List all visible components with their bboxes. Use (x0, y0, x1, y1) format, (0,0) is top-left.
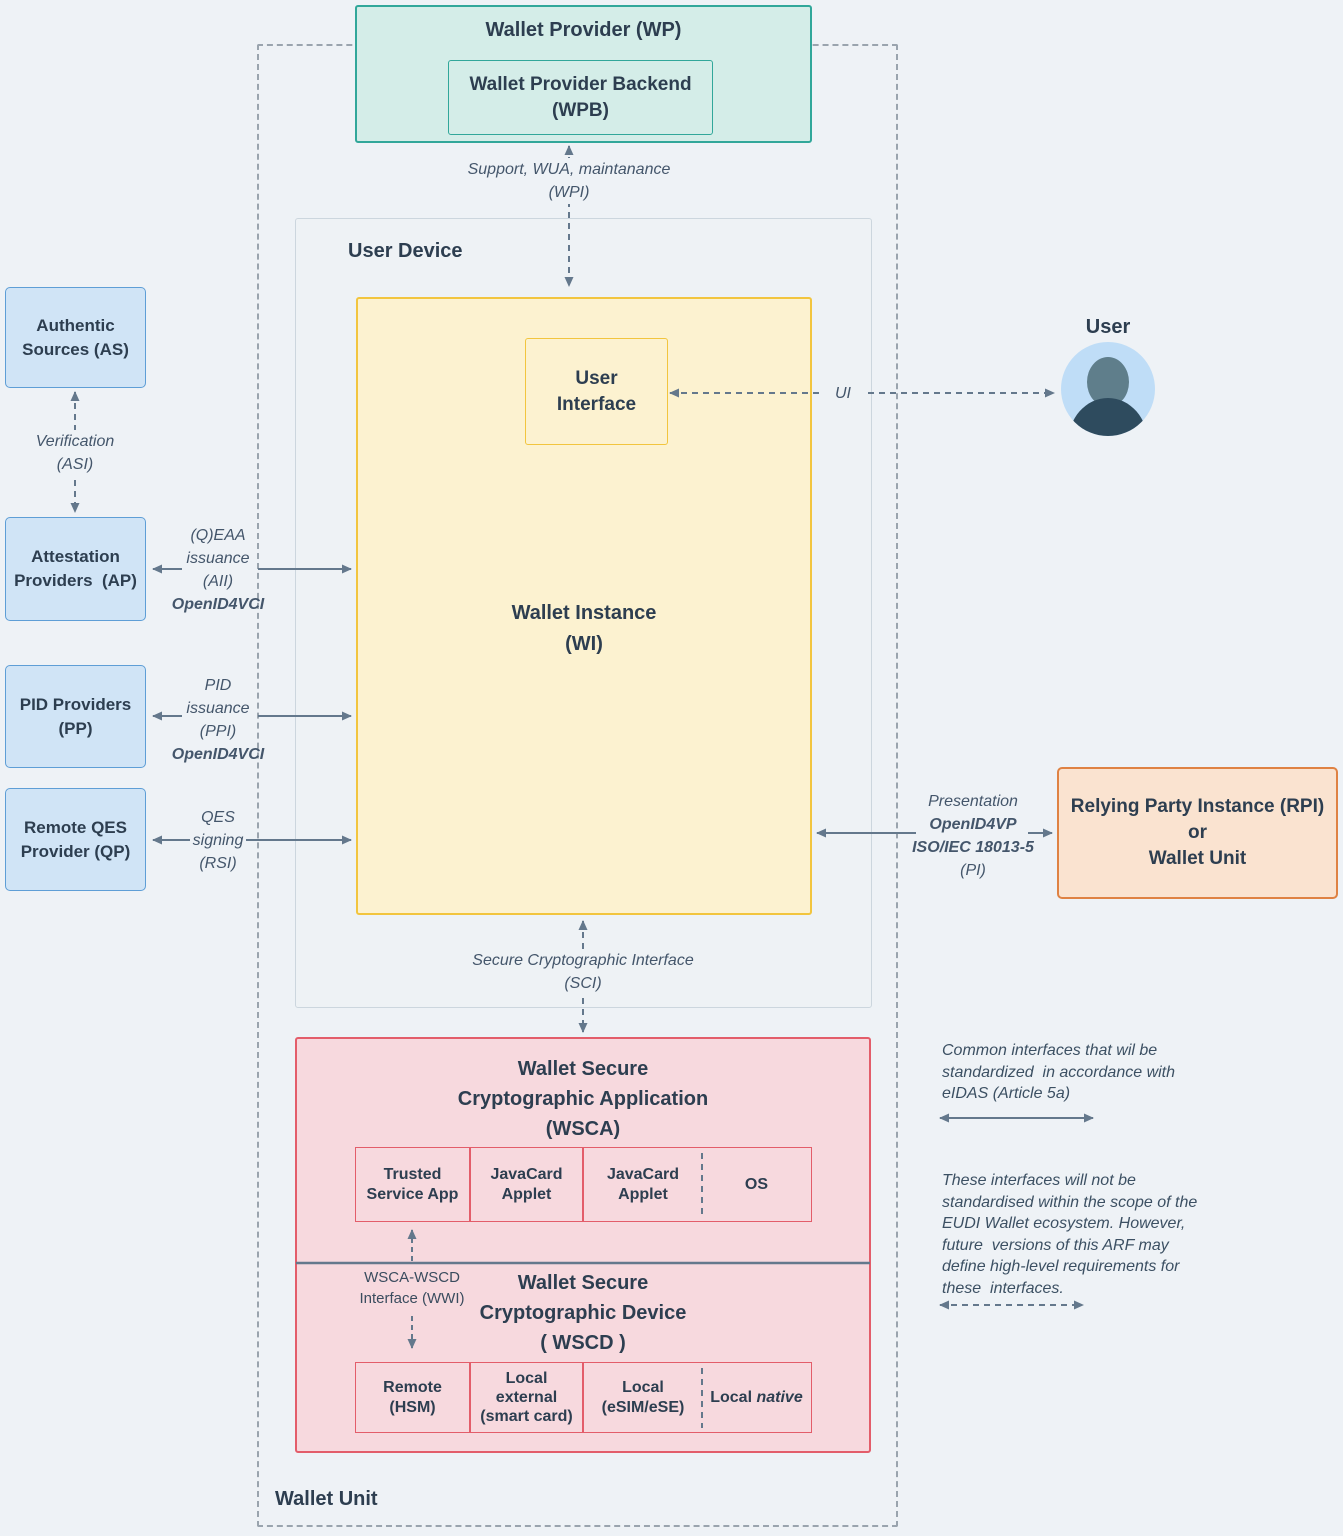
legend-standardized: Common interfaces that wil be standardiz… (942, 1042, 1176, 1102)
pi-label: Presentation OpenID4VP ISO/IEC 18013-5 (… (912, 793, 1034, 879)
ppi-protocol: OpenID4VCI (171, 746, 265, 763)
wwi-label: WSCA-WSCD Interface (WWI) (359, 1269, 465, 1307)
wscd-cell-remote-hsm: Remote (HSM) (355, 1362, 470, 1433)
authentic-sources-box: Authentic Sources (AS) (5, 287, 146, 388)
rsi-label: QES signing (RSI) (192, 809, 244, 872)
wsca-cell-javacard-applet-2: JavaCard Applet (606, 1165, 679, 1203)
ppi-label: PID issuance (PPI) OpenID4VCI (148, 674, 288, 766)
wscd-cell-local-native: Local native (710, 1388, 803, 1406)
ui-label: UI (820, 382, 866, 405)
aii-protocol: OpenID4VCI (171, 596, 265, 613)
wscd-title: Wallet Secure Cryptographic Device ( WSC… (479, 1272, 687, 1354)
wpb-title-line: (WPB) (552, 99, 609, 121)
remote-qes-provider-box: Remote QES Provider (QP) (5, 788, 146, 891)
wsca-cell-os: OS (744, 1175, 769, 1193)
person-shoulders-icon (1068, 398, 1148, 436)
wallet-instance-title: Wallet Instance (WI) (511, 602, 657, 655)
wsca-cell-javacard-os: JavaCard Applet OS (583, 1147, 812, 1222)
user-interface-box: User Interface (525, 338, 668, 445)
pid-providers-box: PID Providers (PP) (5, 665, 146, 768)
attestation-providers-box: Attestation Providers (AP) (5, 517, 146, 621)
wscd-cell-local-group: Local (eSIM/eSE) Local native (583, 1362, 812, 1433)
aii-label: (Q)EAA issuance (AII) OpenID4VCI (148, 524, 288, 616)
wscd-cell-local-esim: Local (eSIM/eSE) (601, 1378, 685, 1416)
wsca-cell-javacard-applet-1: JavaCard Applet (470, 1147, 583, 1222)
user-label: User (1085, 316, 1131, 338)
user-avatar (1061, 342, 1155, 436)
asi-label: Verification (ASI) (15, 430, 135, 476)
wscd-cell-local-external: Local external (smart card) (470, 1362, 583, 1433)
wsca-cell-trusted-service-app: Trusted Service App (355, 1147, 470, 1222)
wallet-provider-backend-box: Wallet Provider Backend (WPB) (448, 60, 713, 135)
wallet-unit-label: Wallet Unit (275, 1488, 378, 1510)
sci-label: Secure Cryptographic Interface (SCI) (443, 949, 723, 995)
wpi-label: Support, WUA, maintanance (WPI) (429, 158, 709, 204)
legend-not-standardized: These interfaces will not be standardise… (942, 1172, 1198, 1297)
relying-party-box: Relying Party Instance (RPI) or Wallet U… (1057, 767, 1338, 899)
wpb-title-line: Wallet Provider Backend (469, 73, 692, 95)
user-device-label: User Device (348, 240, 463, 262)
wallet-provider-title: Wallet Provider (WP) (485, 19, 682, 41)
wsca-title: Wallet Secure Cryptographic Application … (457, 1058, 709, 1140)
